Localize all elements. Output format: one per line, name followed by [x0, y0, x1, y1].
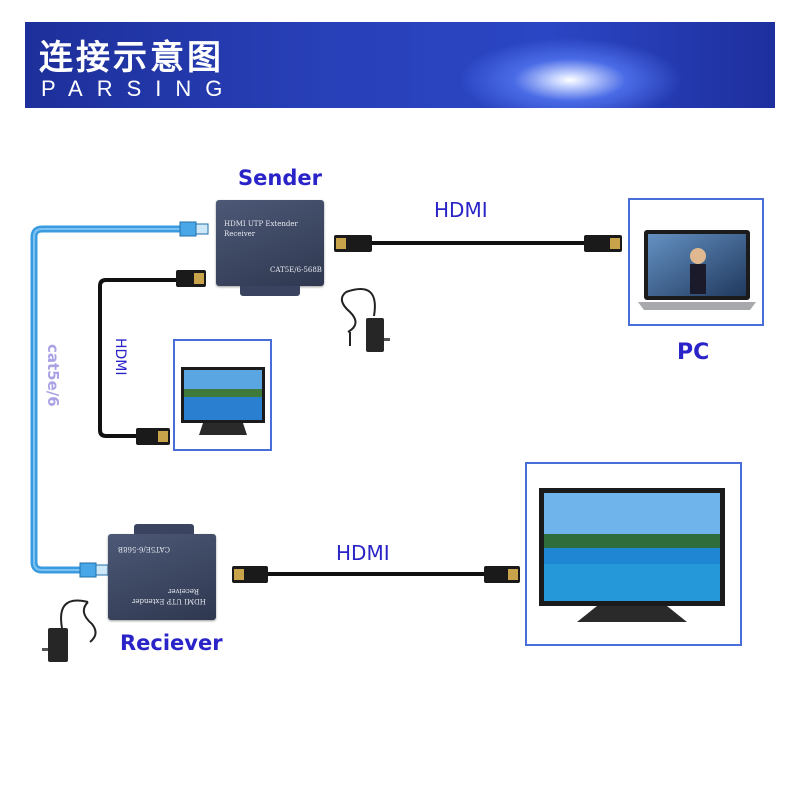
monitor-icon: [181, 367, 265, 435]
header-banner: 连接示意图 PARSING: [25, 22, 775, 108]
hdmi-plug-icon: [232, 566, 268, 583]
hdmi-plug-icon: [176, 270, 206, 287]
cat-cable-label: cat5e/6: [44, 344, 62, 407]
power-adapter-icon: [42, 599, 97, 662]
banner-subtitle: PARSING: [41, 76, 237, 101]
sender-box-line3: CAT5E/6-568B: [270, 266, 322, 274]
hdmi-bottom-label: HDMI: [336, 541, 390, 565]
sender-box-line1: HDMI UTP Extender: [224, 220, 298, 228]
power-adapter-icon: [340, 288, 390, 352]
rj45-plug-icon: [79, 562, 109, 578]
receiver-mount-ear: [134, 524, 194, 534]
local-monitor-frame: [173, 339, 272, 451]
laptop-icon: [638, 230, 756, 310]
rj45-plug-icon: [179, 221, 209, 237]
receiver-extender-box: CAT5E/6-568B Receiver HDMI UTP Extender: [108, 534, 216, 620]
hdmi-plug-icon: [136, 428, 170, 445]
receiver-box-line2: Receiver: [168, 587, 200, 595]
pc-label: PC: [677, 340, 710, 365]
sender-mount-ear: [240, 286, 300, 296]
hdmi-top-label: HDMI: [434, 198, 488, 222]
sender-box-line2: Receiver: [224, 230, 256, 238]
hdmi-vertical-label: HDMI: [112, 338, 128, 376]
hdmi-plug-icon: [484, 566, 520, 583]
pc-frame: [628, 198, 764, 326]
hdmi-plug-icon: [334, 235, 372, 252]
hdmi-plug-icon: [584, 235, 622, 252]
monitor-icon: [539, 488, 725, 622]
receiver-box-line3: CAT5E/6-568B: [118, 545, 170, 553]
sender-extender-box: HDMI UTP Extender Receiver CAT5E/6-568B: [216, 200, 324, 286]
banner-title: 连接示意图: [39, 38, 224, 78]
receiver-label: Reciever: [120, 631, 223, 655]
receiver-box-line1: HDMI UTP Extender: [132, 597, 206, 605]
tv-frame: [525, 462, 742, 646]
sender-label: Sender: [238, 166, 322, 190]
